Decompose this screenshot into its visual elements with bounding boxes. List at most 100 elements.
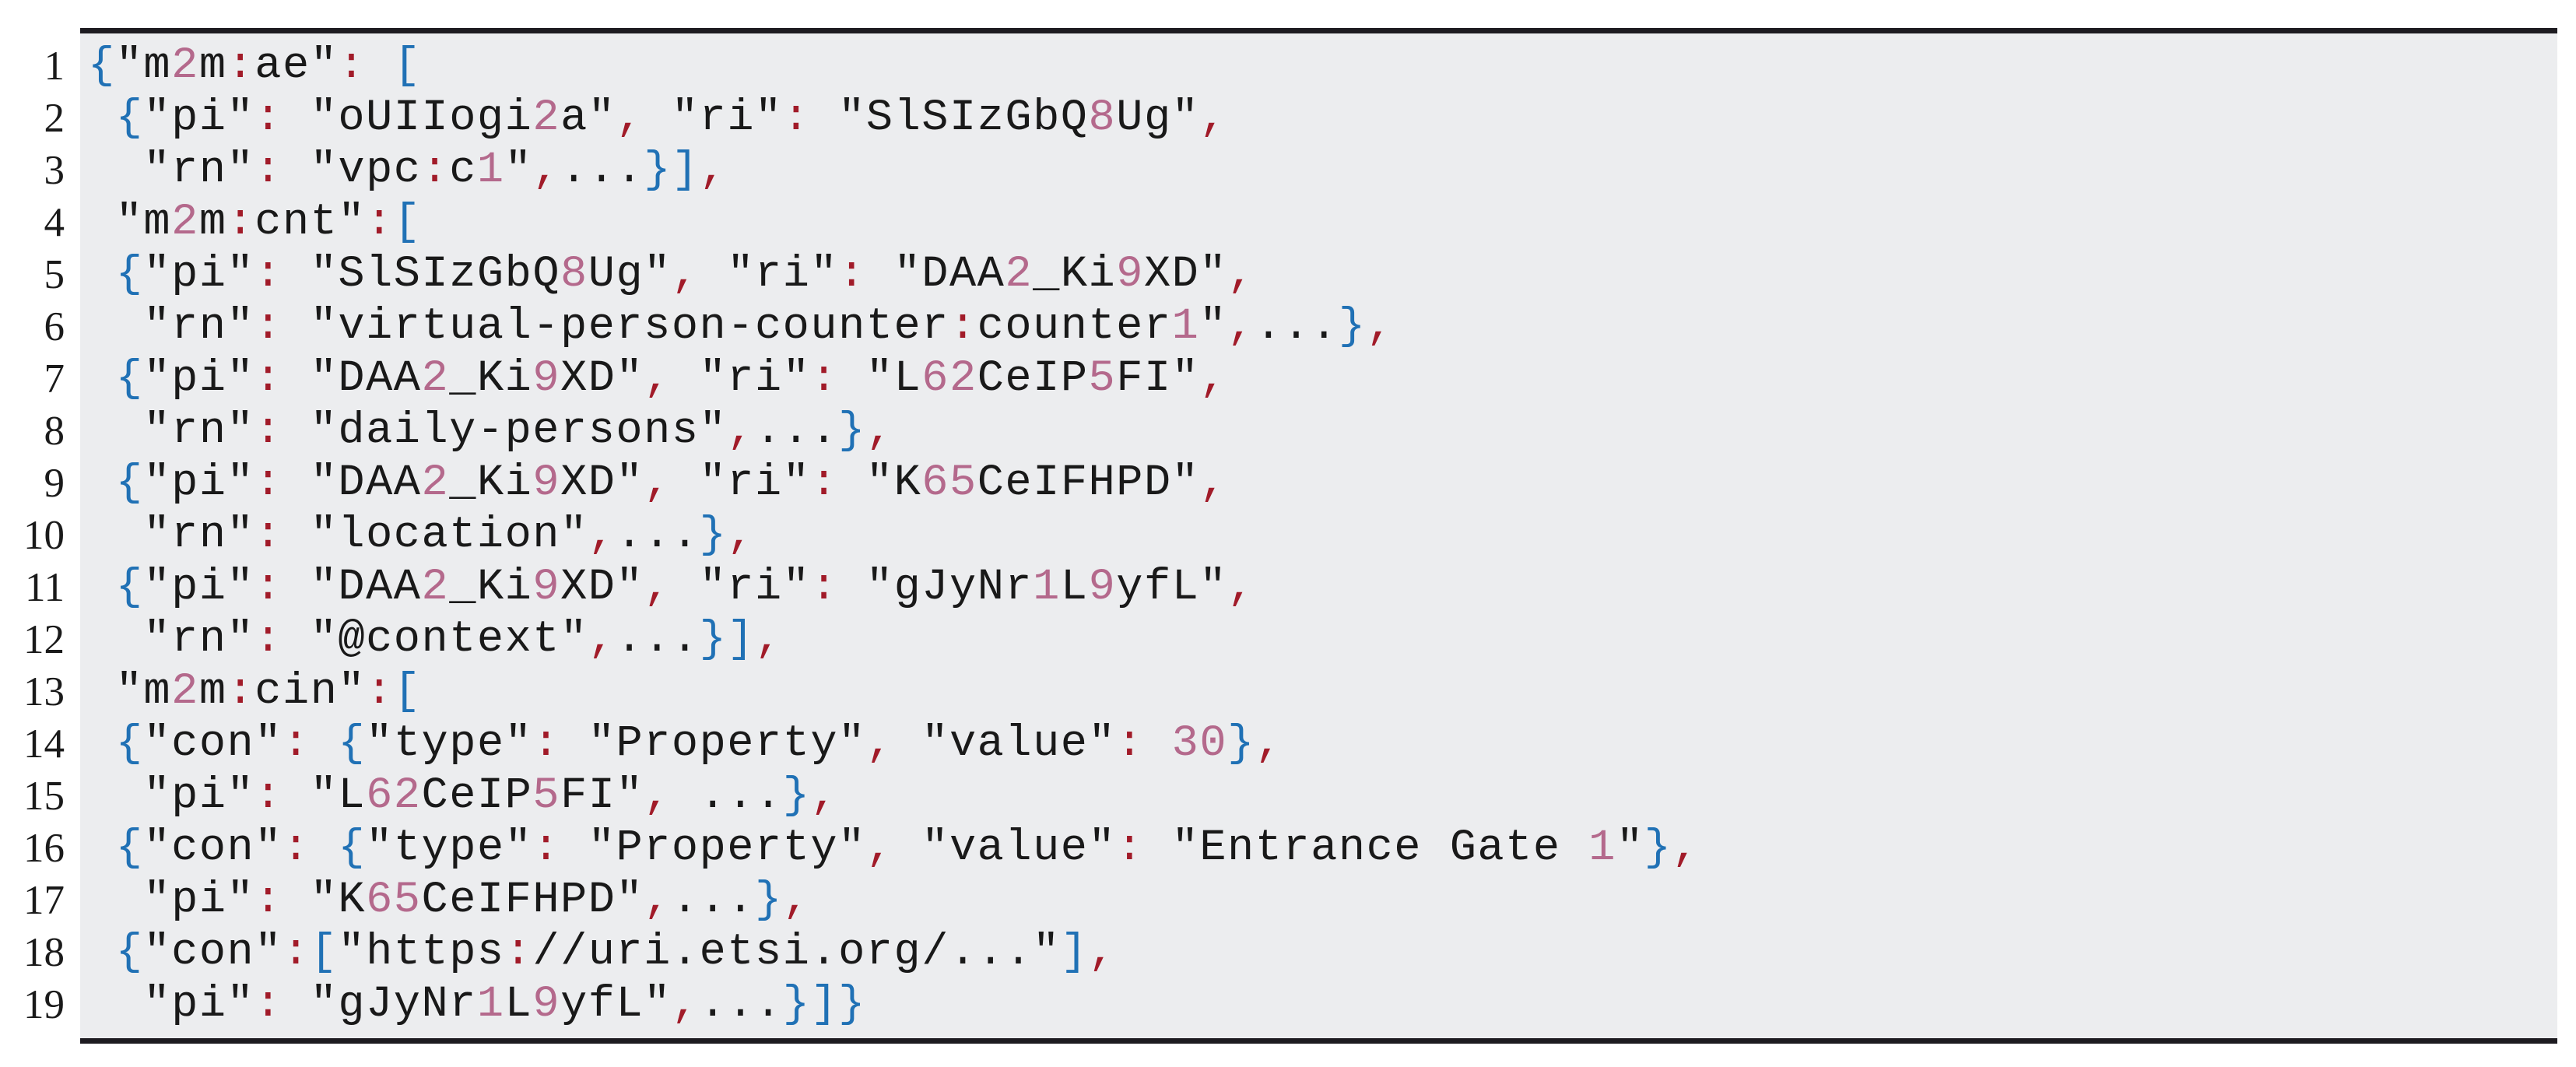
text-token: "DAA <box>282 354 422 404</box>
text-token: ... <box>754 406 839 456</box>
code-line: 3 "rn": "vpc:c1",...}], <box>44 145 2550 197</box>
code-text: {"pi": "DAA2_Ki9XD", "ri": "K65CeIFHPD", <box>88 458 1227 508</box>
digit-token: 9 <box>1088 563 1117 612</box>
punctuation-token: , <box>1255 719 1283 769</box>
punctuation-token: : <box>254 563 283 612</box>
digit-token: 62 <box>366 771 422 821</box>
text-token: "https <box>338 928 505 977</box>
text-token: XD" <box>560 354 644 404</box>
bracket-token: { <box>88 41 116 91</box>
text-token: CeIFHPD" <box>421 876 644 925</box>
punctuation-token: : <box>254 250 283 300</box>
text-token: yfL" <box>560 980 672 1030</box>
punctuation-token: , <box>754 615 783 665</box>
code-line: 6 "rn": "virtual-person-counter:counter1… <box>44 301 2550 353</box>
code-text: "rn": "daily-persons",...}, <box>88 406 894 456</box>
text-token <box>88 563 116 612</box>
line-number: 16 <box>23 826 65 871</box>
text-token: "@context" <box>282 615 588 665</box>
text-token <box>88 458 116 508</box>
text-token: "DAA <box>865 250 1005 300</box>
punctuation-token: : <box>1116 823 1144 873</box>
punctuation-token: : <box>226 198 255 247</box>
text-token: ... <box>671 876 755 925</box>
punctuation-token: : <box>254 93 283 143</box>
bracket-token: } <box>782 771 811 821</box>
code-text: {"pi": "SlSIzGbQ8Ug", "ri": "DAA2_Ki9XD"… <box>88 250 1255 300</box>
text-token: FI" <box>1116 354 1200 404</box>
listing-bottom-rule <box>80 1038 2557 1044</box>
punctuation-token: : <box>810 563 839 612</box>
text-token: XD" <box>560 458 644 508</box>
text-token: ... <box>616 511 700 560</box>
bracket-token: [ <box>393 667 422 717</box>
text-token: ... <box>560 146 644 195</box>
text-token: yfL" <box>1116 563 1228 612</box>
text-token: "vpc <box>282 146 422 195</box>
text-token: "con" <box>143 928 283 977</box>
bracket-token: { <box>338 719 367 769</box>
punctuation-token: , <box>699 146 728 195</box>
text-token <box>88 93 116 143</box>
code-text: {"m2m:ae": [ <box>88 41 422 91</box>
code-text: "m2m:cin":[ <box>88 667 422 717</box>
text-token: cin" <box>254 667 367 717</box>
text-token: "rn" <box>88 406 255 456</box>
punctuation-token: , <box>644 771 672 821</box>
text-token: "location" <box>282 511 588 560</box>
text-token: "Property" <box>560 823 866 873</box>
digit-token: 65 <box>366 876 422 925</box>
code-text: "rn": "@context",...}], <box>88 615 783 665</box>
code-line: 5 {"pi": "SlSIzGbQ8Ug", "ri": "DAA2_Ki9X… <box>44 249 2550 301</box>
line-number: 12 <box>23 617 65 662</box>
digit-token: 1 <box>1171 302 1200 352</box>
text-token: L <box>1060 563 1089 612</box>
punctuation-token: , <box>1088 928 1117 977</box>
code-text: {"con": {"type": "Property", "value": 30… <box>88 719 1283 769</box>
code-text: {"pi": "oUIIogi2a", "ri": "SlSIzGbQ8Ug", <box>88 93 1227 143</box>
text-token: "gJyNr <box>282 980 477 1030</box>
digit-token: 9 <box>532 980 561 1030</box>
punctuation-token: , <box>671 980 700 1030</box>
digit-token: 2 <box>1005 250 1034 300</box>
punctuation-token: : <box>254 876 283 925</box>
text-token: "rn" <box>88 146 255 195</box>
text-token: "L <box>838 354 922 404</box>
punctuation-token: : <box>254 458 283 508</box>
code-text: {"pi": "DAA2_Ki9XD", "ri": "L62CeIP5FI", <box>88 354 1227 404</box>
text-token: "pi" <box>143 250 255 300</box>
text-token: counter <box>977 302 1172 352</box>
punctuation-token: : <box>782 93 811 143</box>
code-listing-figure: 1 {"m2m:ae": [ 2 {"pi": "oUIIogi2a", "ri":… <box>23 28 2557 1044</box>
code-text: "rn": "virtual-person-counter:counter1",… <box>88 302 1394 352</box>
listing-top-rule <box>80 28 2557 33</box>
text-token: "K <box>282 876 367 925</box>
line-number: 19 <box>23 982 65 1027</box>
text-token: //uri.etsi.org/..." <box>532 928 1061 977</box>
bracket-token: { <box>115 928 144 977</box>
text-token: "pi" <box>88 876 255 925</box>
punctuation-token: : <box>1116 719 1144 769</box>
code-line: 8 "rn": "daily-persons",...}, <box>44 405 2550 458</box>
text-token: "daily-persons" <box>282 406 728 456</box>
text-token: XD" <box>560 563 644 612</box>
line-number: 17 <box>23 878 65 923</box>
text-token: " <box>1616 823 1644 873</box>
text-token: a" <box>560 93 616 143</box>
line-number: 7 <box>44 356 65 402</box>
text-token: "oUIIogi <box>282 93 533 143</box>
text-token: _Ki <box>449 563 533 612</box>
digit-token: 9 <box>532 563 561 612</box>
text-token: "DAA <box>282 563 422 612</box>
code-text: "pi": "K65CeIFHPD",...}, <box>88 876 810 925</box>
text-token: _Ki <box>1033 250 1117 300</box>
text-token: FI" <box>560 771 644 821</box>
code-text: "pi": "L62CeIP5FI", ...}, <box>88 771 838 821</box>
punctuation-token: , <box>1227 250 1255 300</box>
punctuation-token: , <box>1199 458 1228 508</box>
text-token <box>88 719 116 769</box>
punctuation-token: , <box>1227 302 1255 352</box>
text-token: "ri" <box>671 458 811 508</box>
digit-token: 5 <box>1088 354 1117 404</box>
